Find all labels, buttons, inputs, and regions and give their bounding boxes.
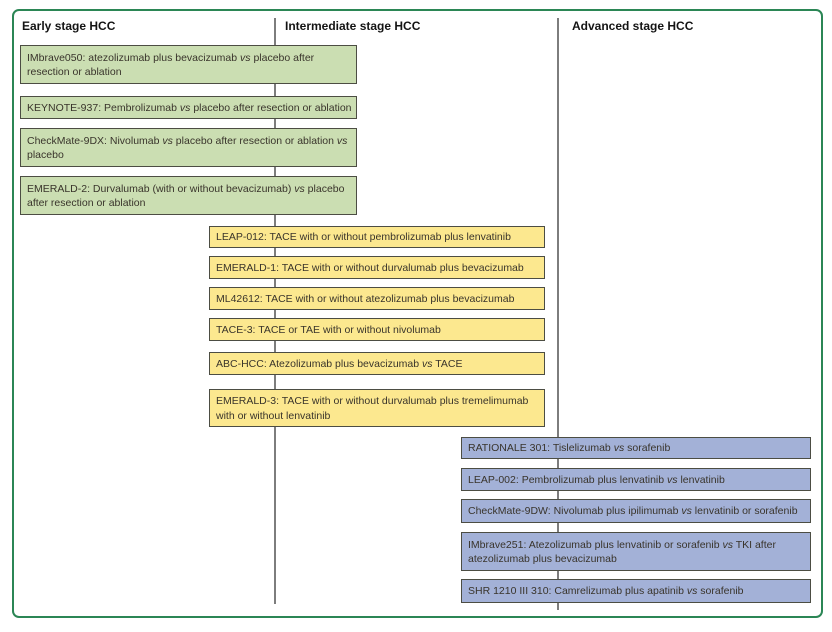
trial-text: ML42612: TACE with or without atezolizum…	[216, 292, 515, 305]
divider-intermediate-advanced	[557, 18, 559, 610]
trial-text: EMERALD-3: TACE with or without durvalum…	[216, 395, 529, 422]
trial-text: CheckMate-9DW: Nivolumab plus ipilimumab…	[468, 505, 798, 518]
trial-box-rationale-301: RATIONALE 301: Tislelizumab vs sorafenib	[461, 437, 811, 459]
trial-box-leap-012: LEAP-012: TACE with or without pembroliz…	[209, 226, 545, 248]
column-header-early: Early stage HCC	[22, 19, 116, 33]
trial-text: LEAP-002: Pembrolizumab plus lenvatinib …	[468, 473, 725, 486]
trial-text: CheckMate-9DX: Nivolumab vs placebo afte…	[27, 134, 348, 161]
divider-early-intermediate	[274, 18, 276, 604]
trial-box-abc-hcc: ABC-HCC: Atezolizumab plus bevacizumab v…	[209, 352, 545, 375]
trial-box-shr-1210-iii-310: SHR 1210 III 310: Camrelizumab plus apat…	[461, 579, 811, 603]
column-header-advanced: Advanced stage HCC	[572, 19, 694, 33]
trial-text: IMbrave251: Atezolizumab plus lenvatinib…	[468, 538, 776, 565]
trial-box-imbrave050: IMbrave050: atezolizumab plus bevacizuma…	[20, 45, 357, 84]
trial-text: EMERALD-2: Durvalumab (with or without b…	[27, 182, 345, 209]
trial-box-imbrave251: IMbrave251: Atezolizumab plus lenvatinib…	[461, 532, 811, 571]
trial-box-leap-002: LEAP-002: Pembrolizumab plus lenvatinib …	[461, 468, 811, 491]
trial-text: EMERALD-1: TACE with or without durvalum…	[216, 261, 524, 274]
trial-box-tace-3: TACE-3: TACE or TAE with or without nivo…	[209, 318, 545, 341]
trial-text: SHR 1210 III 310: Camrelizumab plus apat…	[468, 585, 744, 598]
trial-box-keynote-937: KEYNOTE-937: Pembrolizumab vs placebo af…	[20, 96, 357, 119]
column-header-intermediate: Intermediate stage HCC	[285, 19, 421, 33]
trial-box-emerald-3: EMERALD-3: TACE with or without durvalum…	[209, 389, 545, 427]
trial-box-checkmate-9dw: CheckMate-9DW: Nivolumab plus ipilimumab…	[461, 499, 811, 523]
trial-box-emerald-1: EMERALD-1: TACE with or without durvalum…	[209, 256, 545, 279]
trial-box-ml42612: ML42612: TACE with or without atezolizum…	[209, 287, 545, 310]
trial-text: IMbrave050: atezolizumab plus bevacizuma…	[27, 51, 315, 78]
trial-text: ABC-HCC: Atezolizumab plus bevacizumab v…	[216, 357, 463, 370]
trial-box-checkmate-9dx: CheckMate-9DX: Nivolumab vs placebo afte…	[20, 128, 357, 167]
trial-text: LEAP-012: TACE with or without pembroliz…	[216, 231, 511, 244]
trial-text: TACE-3: TACE or TAE with or without nivo…	[216, 323, 441, 336]
trial-text: RATIONALE 301: Tislelizumab vs sorafenib	[468, 442, 671, 455]
trial-box-emerald-2: EMERALD-2: Durvalumab (with or without b…	[20, 176, 357, 215]
trial-text: KEYNOTE-937: Pembrolizumab vs placebo af…	[27, 101, 352, 114]
